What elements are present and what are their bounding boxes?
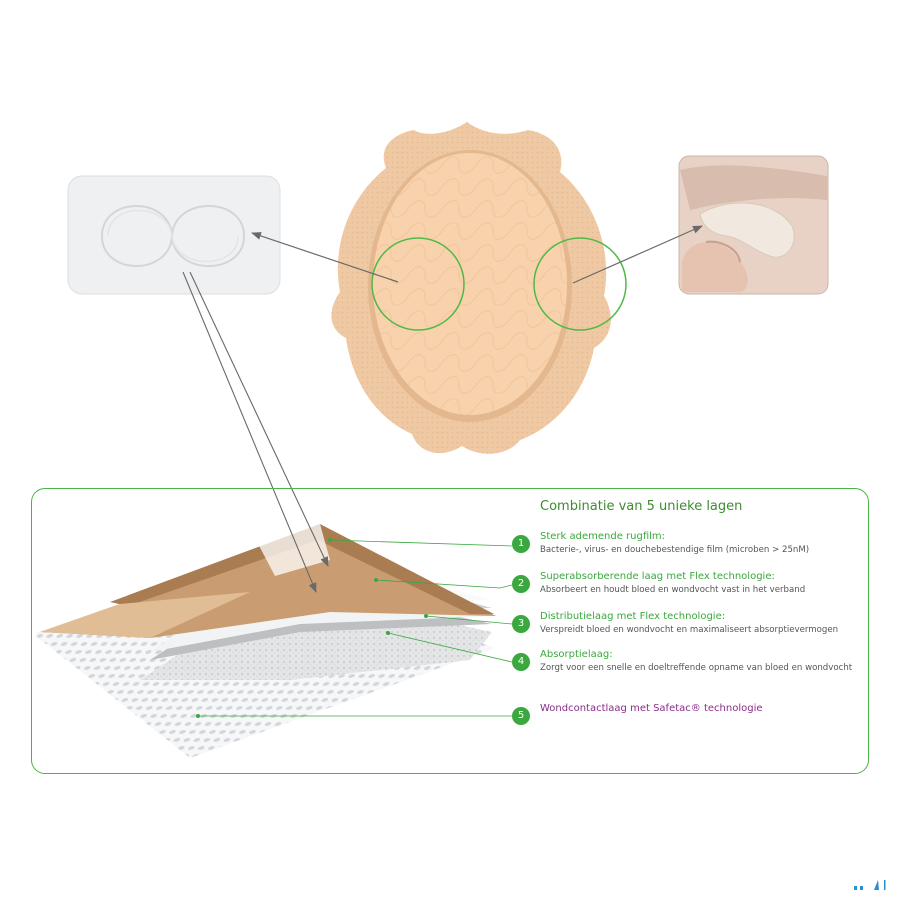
layer-number-badge: 5 [512,707,530,725]
layer-description: Zorgt voor een snelle en doeltreffende o… [540,663,853,673]
layer-title: Distributielaag met Flex technologie: [540,611,726,622]
layer-leaders [196,538,513,718]
layer-description: Bacterie-, virus- en douchebestendige fi… [540,545,810,555]
layer-title: Absorptielaag: [540,649,613,660]
callout-arrow-film [251,232,399,283]
layers-panel [31,488,869,774]
skin-photo [678,155,829,295]
layer-title: Sterk ademende rugfilm: [540,531,666,542]
layer-title: Superabsorberende laag met Flex technolo… [540,571,775,582]
panel-title: Combinatie van 5 unieke lagen [540,499,743,514]
layer-number-badge: 1 [512,535,530,553]
film-closeup [67,175,281,295]
layer-stack [36,524,496,758]
dressing-top-view [331,122,627,454]
layer-number-badge: 2 [512,575,530,593]
layer-description: Absorbeert en houdt bloed en wondvocht v… [540,585,806,595]
layer-description: Verspreidt bloed en wondvocht en maximal… [540,625,839,635]
layer-number-badge: 4 [512,653,530,671]
layer-title: Wondcontactlaag met Safetac® technologie [540,703,763,714]
guide-line-left [182,271,317,593]
layer-number-badge: 3 [512,615,530,633]
brand-logo-icon [854,880,886,890]
guide-line-right [189,271,329,567]
callout-arrow-skin [572,225,703,284]
